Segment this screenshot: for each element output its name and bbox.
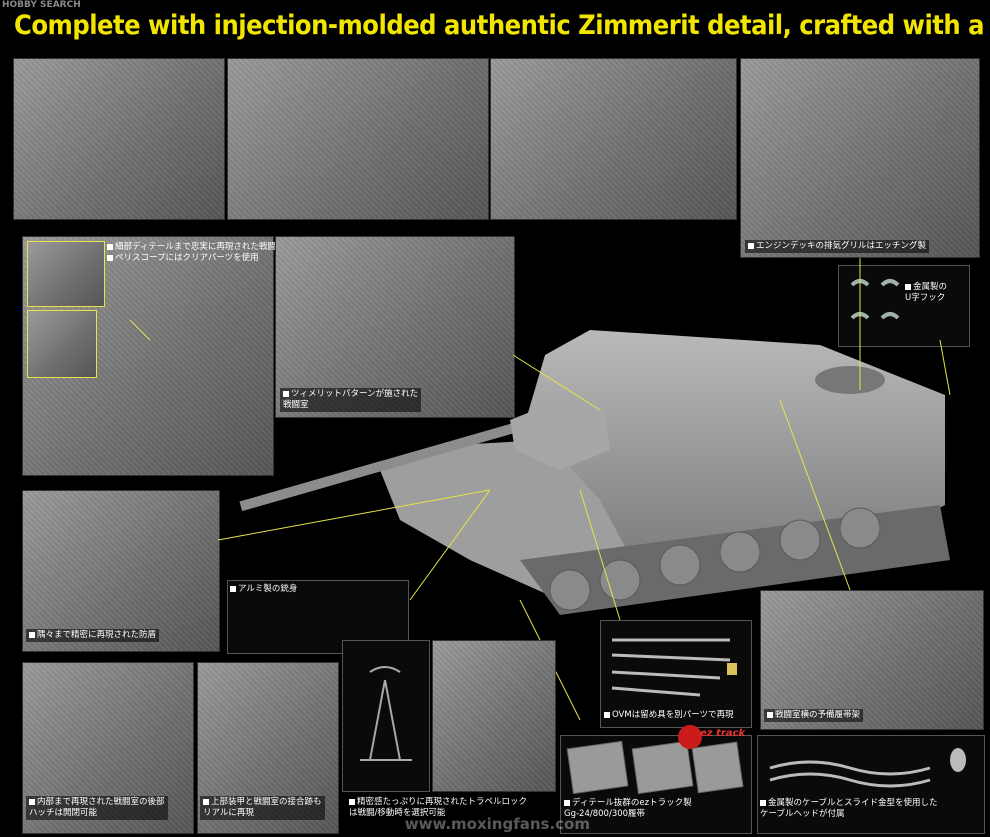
photo-periscope-detail-1 bbox=[27, 241, 105, 307]
caption-compartment-top: 細部ディテールまで忠実に再現された戦闘室上面 ペリスコープにはクリアパーツを使用 bbox=[107, 242, 301, 264]
caption-u-hook: 金属製の U字フック bbox=[905, 282, 948, 303]
engine-fan bbox=[815, 366, 885, 394]
caption-ovm: OVMは留め具を別パーツで再現 bbox=[604, 710, 734, 721]
caption-travel-lock: 精密感たっぷりに再現されたトラベルロック は戦闘/移動時を選択可能 bbox=[346, 796, 531, 820]
caption-engine-deck: エンジンデッキの排気グリルはエッチング製 bbox=[745, 240, 930, 253]
photo-side-hull bbox=[490, 58, 737, 220]
caption-armor-weld: 上部装甲と戦闘室の接合跡も リアルに再現 bbox=[200, 796, 325, 820]
caption-metal-cable: 金属製のケーブルとスライド金型を使用した ケーブルヘッドが付属 bbox=[760, 798, 938, 819]
leader-4 bbox=[217, 489, 491, 541]
u-hook-2 bbox=[880, 279, 900, 287]
leader-1 bbox=[129, 319, 151, 341]
caption-mantlet: 隅々まで精密に再現された防盾 bbox=[26, 629, 160, 642]
logo-ez-track: ez track bbox=[700, 728, 746, 739]
photo-mantlet bbox=[22, 490, 220, 652]
caption-rear-hatch: 内部まで再現された戦闘室の後部 ハッチは開閉可能 bbox=[26, 796, 168, 820]
watermark-hobby-search: HOBBY SEARCH bbox=[2, 0, 81, 10]
watermark-moxingfans: www.moxingfans.com bbox=[404, 815, 590, 833]
tank-mantlet bbox=[510, 400, 610, 470]
photo-engine-deck bbox=[740, 58, 980, 258]
photo-travel-lock bbox=[432, 640, 556, 792]
leader-6 bbox=[579, 489, 621, 621]
leader-8 bbox=[939, 339, 951, 396]
caption-aluminum-barrel: アルミ製の銃身 bbox=[230, 584, 297, 595]
photo-rear-hull bbox=[227, 58, 489, 220]
photo-zimmerit-compartment bbox=[275, 236, 515, 418]
leader-2 bbox=[512, 354, 601, 411]
headline: Complete with injection-molded authentic… bbox=[14, 10, 984, 41]
photo-gun-mantlet-top bbox=[13, 58, 225, 220]
photo-periscope-detail-2 bbox=[27, 310, 97, 378]
u-hook-4 bbox=[880, 312, 900, 320]
tank-main-gun bbox=[239, 418, 531, 512]
photo-travel-lock-part bbox=[342, 640, 430, 792]
leader-7 bbox=[779, 399, 851, 591]
caption-zimmerit: ツィメリットパターンが施された 戦闘室 bbox=[280, 388, 422, 412]
photo-spare-track-rack bbox=[760, 590, 984, 730]
road-wheels bbox=[549, 507, 881, 611]
leader-5 bbox=[409, 489, 491, 601]
ez-track-logo bbox=[678, 725, 702, 749]
caption-ez-track: ディテール抜群のezトラック製 Gg-24/800/300履帯 bbox=[564, 798, 692, 819]
caption-spare-track: 戦闘室横の予備履帯架 bbox=[764, 709, 864, 722]
